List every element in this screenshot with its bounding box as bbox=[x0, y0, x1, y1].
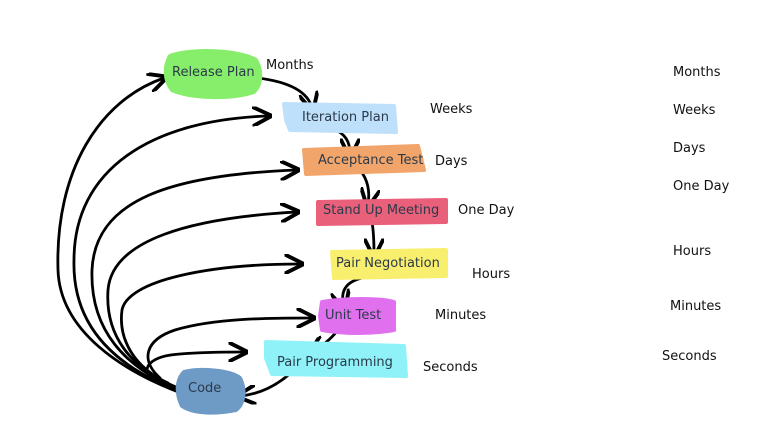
time-label-pair-negotiation: Hours bbox=[472, 267, 511, 282]
feedback-arrow-code-to-iteration bbox=[72, 116, 268, 395]
node-stand-up-meeting-label: Stand Up Meeting bbox=[323, 203, 440, 218]
feedback-arrow-code-to-standup bbox=[106, 212, 296, 389]
time-label-stand-up-meeting: One Day bbox=[458, 203, 515, 218]
node-acceptance-test-label: Acceptance Test bbox=[318, 153, 424, 168]
time-label-iteration-plan: Weeks bbox=[430, 102, 473, 117]
feedback-arrow-code-to-pairprog bbox=[145, 352, 244, 382]
time-label-unit-test: Minutes bbox=[435, 308, 487, 323]
node-iteration-plan-label: Iteration Plan bbox=[302, 110, 389, 125]
node-pair-negotiation-label: Pair Negotiation bbox=[336, 256, 440, 271]
time-label-release-plan: Months bbox=[266, 58, 314, 73]
node-code-label: Code bbox=[188, 381, 222, 396]
node-pair-programming-label: Pair Programming bbox=[277, 355, 393, 370]
scale-label-minutes: Minutes bbox=[670, 299, 722, 314]
scale-label-days: Days bbox=[673, 141, 706, 156]
feedback-arrow-code-to-unittest bbox=[146, 318, 312, 380]
feedback-arrow-code-to-release bbox=[56, 78, 194, 399]
time-label-pair-programming: Seconds bbox=[423, 360, 478, 375]
feedback-arrow-code-to-negotiation bbox=[120, 264, 300, 385]
scale-label-seconds: Seconds bbox=[662, 349, 717, 364]
scale-label-weeks: Weeks bbox=[673, 103, 716, 118]
scale-label-months: Months bbox=[673, 65, 721, 80]
node-release-plan-label: Release Plan bbox=[172, 65, 255, 80]
node-unit-test-label: Unit Test bbox=[325, 308, 382, 323]
feedback-arrow-code-to-acceptance bbox=[90, 170, 296, 392]
scale-label-hours: Hours bbox=[673, 244, 712, 259]
time-label-acceptance-test: Days bbox=[435, 154, 468, 169]
scale-label-one-day: One Day bbox=[673, 179, 730, 194]
